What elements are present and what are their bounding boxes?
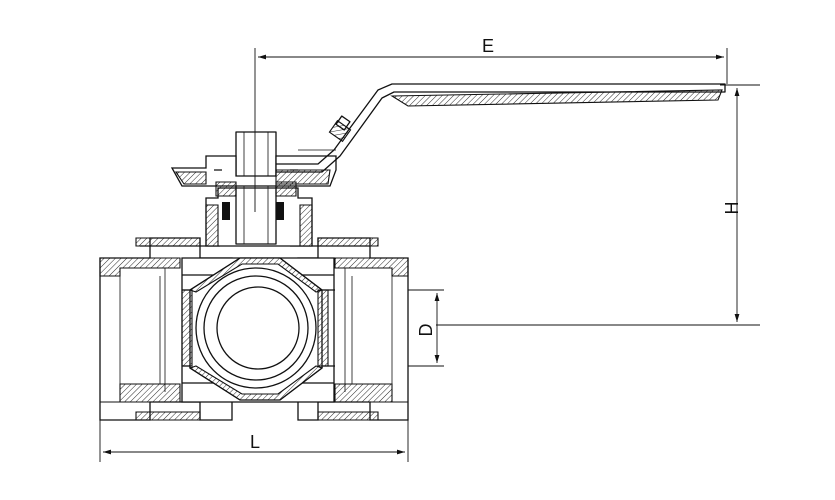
stem-assembly	[170, 131, 337, 247]
dimension-d-label: D	[416, 324, 436, 337]
dimension-l-label: L	[250, 432, 260, 452]
dimension-lines	[99, 48, 760, 462]
dimension-h-label: H	[722, 202, 742, 215]
ball-hex-seat	[181, 257, 329, 401]
dimension-e-label: E	[482, 36, 494, 56]
handle-lever	[276, 83, 726, 173]
